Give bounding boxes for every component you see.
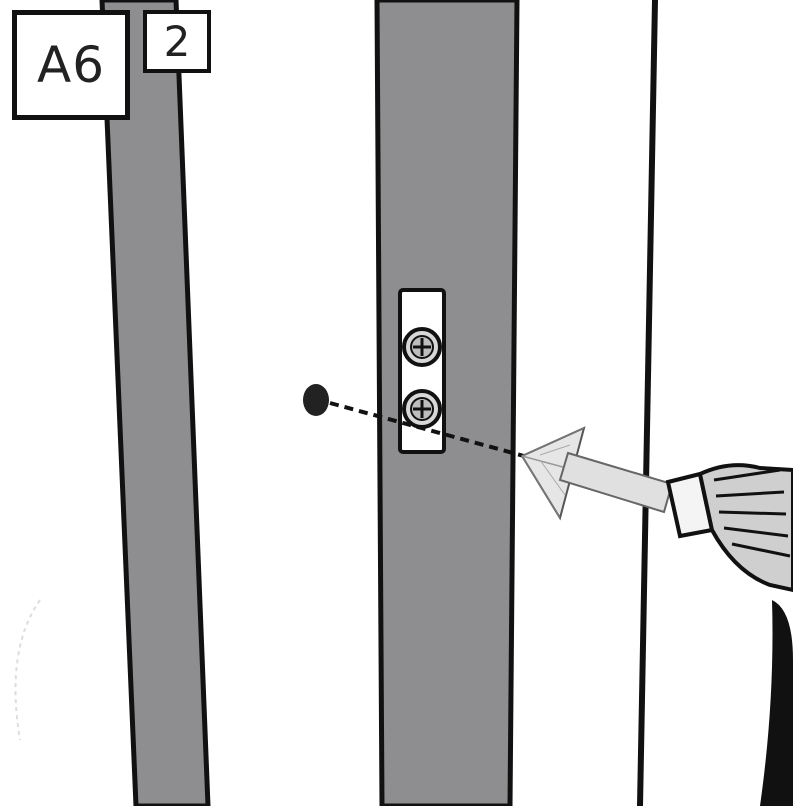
left-frame-post xyxy=(99,0,211,806)
substep-label: 2 xyxy=(143,10,211,73)
step-label: A6 xyxy=(12,10,130,120)
right-edge-line xyxy=(637,0,658,806)
phillips-screw-icon xyxy=(402,389,442,429)
drill-path xyxy=(329,401,525,458)
center-frame-post xyxy=(374,0,520,806)
drill-hole xyxy=(303,384,329,416)
power-drill-icon xyxy=(665,463,793,806)
drill-bit xyxy=(520,426,674,521)
faint-arc xyxy=(14,599,41,741)
phillips-screw-icon xyxy=(402,327,442,367)
